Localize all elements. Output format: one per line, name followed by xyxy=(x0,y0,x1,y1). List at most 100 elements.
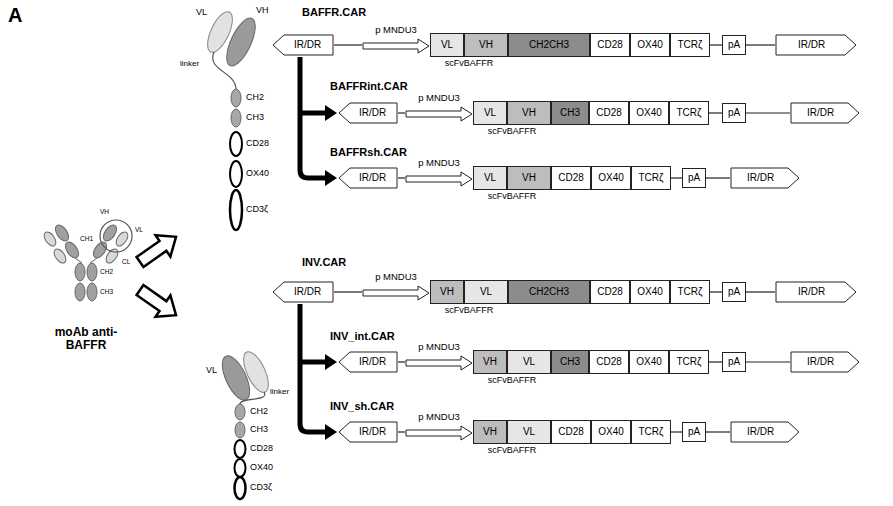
hollow-arrows xyxy=(133,226,184,326)
node-text: VL xyxy=(480,286,492,298)
construct-box: OX40 xyxy=(630,33,670,57)
node-text: CH3 xyxy=(560,107,580,119)
construct-box: VH xyxy=(430,280,464,304)
construct-box: VL xyxy=(473,166,507,190)
backbone-line xyxy=(706,177,730,178)
backbone-line xyxy=(334,291,362,292)
construct-name: INV_int.CAR xyxy=(330,330,395,342)
node-text: OX40 xyxy=(637,286,663,298)
domain-label: CD28 xyxy=(250,444,273,454)
ir-dr-arrow: IR/DR xyxy=(790,351,860,373)
bracket-line xyxy=(300,360,326,365)
domain-oval xyxy=(87,283,97,301)
backbone-line xyxy=(398,177,405,178)
ir-dr-arrow: IR/DR xyxy=(775,34,857,56)
construct-box: VL xyxy=(464,280,508,304)
node-text: p MNDU3 xyxy=(418,342,460,353)
domain-label: OX40 xyxy=(250,463,273,473)
domain-oval xyxy=(235,477,246,499)
bracket-head xyxy=(325,170,337,186)
construct-box: CD28 xyxy=(589,101,629,125)
node-text: CD28 xyxy=(558,172,584,184)
construct-box: TCRζ xyxy=(669,350,709,374)
construct-box: VH xyxy=(507,166,551,190)
construct-box: CH2CH3 xyxy=(508,280,590,304)
hinge-line xyxy=(90,258,97,263)
backbone-line xyxy=(746,361,790,362)
node-text: TCRζ xyxy=(678,39,703,51)
construct-box: VL xyxy=(473,101,507,125)
node-text: IR/DR xyxy=(294,286,321,298)
backbone-line xyxy=(746,112,790,113)
polya-box: pA xyxy=(682,422,706,442)
arrow-outline xyxy=(362,285,430,301)
backbone-line xyxy=(709,361,722,362)
ir-dr-arrow: IR/DR xyxy=(790,102,860,124)
ir-dr-arrow: IR/DR xyxy=(272,34,334,56)
domain-label: VL xyxy=(206,366,217,376)
node-text: IR/DR xyxy=(807,107,834,119)
node-text: IR/DR xyxy=(359,172,386,184)
node-text: IR/DR xyxy=(798,286,825,298)
construct-name: INV.CAR xyxy=(302,256,346,268)
ir-dr-arrow: IR/DR xyxy=(338,421,398,443)
node-text: VH xyxy=(483,426,497,438)
construct-box: OX40 xyxy=(629,101,669,125)
linker-line xyxy=(213,52,236,89)
bracket-head xyxy=(325,105,337,121)
backbone-line xyxy=(710,291,722,292)
ir-dr-arrow: IR/DR xyxy=(730,421,800,443)
domain-oval xyxy=(87,263,97,281)
node-text: IR/DR xyxy=(747,426,774,438)
node-text: OX40 xyxy=(636,107,662,119)
derivation-bracket xyxy=(300,57,326,432)
hollow-arrow xyxy=(133,279,184,326)
linker-line xyxy=(240,392,265,404)
node-text: IR/DR xyxy=(798,39,825,51)
backbone-line xyxy=(706,431,730,432)
domain-label: CH3 xyxy=(100,288,113,295)
node-text: VL xyxy=(441,39,453,51)
construct-box: VL xyxy=(507,420,551,444)
arrow-outline xyxy=(405,106,473,122)
construct-box: CD28 xyxy=(590,33,630,57)
node-text: p MNDU3 xyxy=(418,158,460,169)
domain-oval xyxy=(235,459,246,477)
bracket-line xyxy=(300,111,326,116)
backbone-line xyxy=(709,112,722,113)
construct-box: VL xyxy=(507,350,551,374)
node-text: IR/DR xyxy=(359,107,386,119)
construct-box: OX40 xyxy=(591,420,631,444)
domain-label: VH xyxy=(100,208,109,215)
domain-oval xyxy=(75,283,85,301)
scfv-label: scFvBAFFR xyxy=(472,127,552,137)
domain-label: CH3 xyxy=(250,425,268,435)
backbone-line xyxy=(746,44,775,45)
antibody-label: moAb anti-BAFFR xyxy=(36,326,136,352)
highlight-circle xyxy=(100,220,132,252)
node-text: VH xyxy=(522,107,536,119)
node-text: IR/DR xyxy=(747,172,774,184)
domain-label: CD3ζ xyxy=(250,483,272,493)
domain-oval xyxy=(52,247,69,265)
node-text: TCRζ xyxy=(678,286,703,298)
construct-box: CD28 xyxy=(590,280,630,304)
node-text: CH3 xyxy=(560,356,580,368)
backbone-line xyxy=(746,291,775,292)
domain-oval xyxy=(231,89,241,107)
node-text: VH xyxy=(440,286,454,298)
arrow-outline xyxy=(405,425,473,441)
domain-oval xyxy=(104,247,121,265)
domain-label: VH xyxy=(256,6,269,16)
polya-box: pA xyxy=(682,168,706,188)
node-text: VL xyxy=(484,172,496,184)
domain-label: CH1 xyxy=(80,235,93,242)
node-text: TCRζ xyxy=(639,426,664,438)
construct-name: BAFFRsh.CAR xyxy=(330,146,407,158)
construct-box: CD28 xyxy=(551,420,591,444)
construct-name: INV_sh.CAR xyxy=(330,400,394,412)
polya-box: pA xyxy=(722,35,746,55)
node-text: CD28 xyxy=(596,356,622,368)
domain-oval xyxy=(42,230,59,248)
